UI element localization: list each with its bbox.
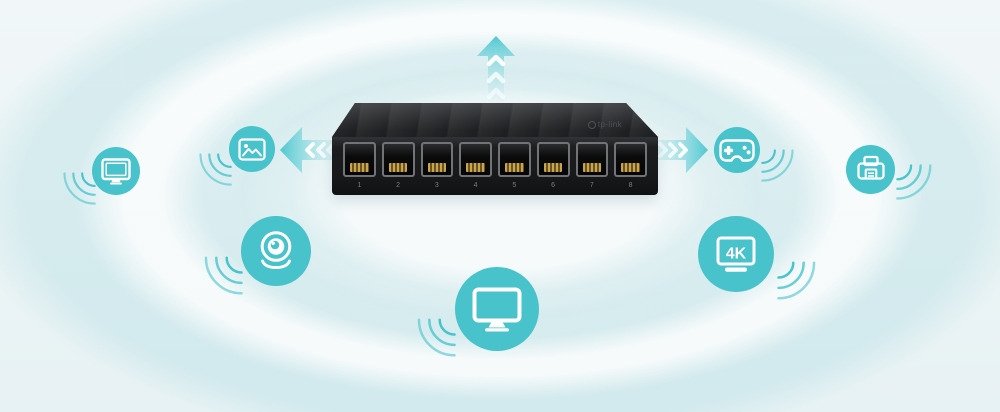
port-number: 1: [357, 182, 362, 189]
device-badge-photo: [229, 126, 275, 172]
signal-waves-icon: [896, 164, 933, 205]
signal-waves-icon: [62, 172, 96, 210]
port-number: 8: [628, 182, 633, 189]
ethernet-port: [343, 142, 376, 177]
gamepad-icon: [719, 138, 755, 162]
switch-front-face: 1 2 3 4 5 6 7 8: [332, 137, 658, 195]
port-pins: [505, 163, 524, 172]
photo-icon: [238, 137, 266, 161]
signal-waves-icon: [761, 149, 795, 187]
tv-4k-icon: 4K: [716, 236, 756, 272]
ethernet-port: [575, 142, 609, 177]
port-pins: [466, 163, 485, 172]
signal-waves-icon: [777, 261, 817, 305]
port-pins: [582, 163, 602, 172]
device-badge-printer: [846, 145, 895, 194]
port-number: 5: [512, 182, 517, 189]
printer-icon: [856, 155, 885, 180]
tv-4k-label: 4K: [726, 245, 747, 262]
port-pins: [350, 163, 369, 172]
port-number: 2: [396, 182, 401, 189]
tp-link-logo: tp-link: [587, 120, 622, 129]
signal-waves-icon: [416, 318, 456, 362]
desktop-monitor-icon: [472, 287, 522, 331]
switch-top-face: tp-link: [332, 103, 658, 137]
device-badge-monitor-large: [455, 267, 539, 351]
port-number: 3: [434, 182, 439, 189]
port-pins: [621, 163, 640, 172]
port-number: 6: [551, 182, 556, 189]
signal-waves-icon: [198, 153, 232, 191]
monitor-icon: [101, 157, 131, 184]
signal-waves-icon: [203, 256, 243, 300]
port-pins: [543, 163, 563, 172]
port-number-labels: 1 2 3 4 5 6 7 8: [343, 182, 647, 189]
ethernet-ports: [343, 142, 647, 177]
ethernet-port: [614, 142, 647, 177]
ethernet-switch-device: tp-link 1 2 3 4 5 6 7 8: [332, 103, 658, 195]
tp-link-logo-mark: [587, 120, 596, 129]
port-pins: [388, 163, 408, 172]
ethernet-port: [459, 142, 492, 177]
ethernet-port: [420, 142, 454, 177]
port-number: 7: [589, 182, 594, 189]
ethernet-port: [381, 142, 415, 177]
device-badge-webcam: [241, 216, 311, 286]
device-badge-tv-4k: 4K: [698, 216, 774, 292]
arrow-right-icon: [653, 127, 708, 173]
port-pins: [427, 163, 447, 172]
ethernet-port: [536, 142, 570, 177]
ethernet-port: [498, 142, 531, 177]
tp-link-logo-text: tp-link: [597, 120, 622, 129]
arrow-up-icon: [477, 36, 515, 106]
device-badge-monitor-small: [92, 147, 140, 195]
port-number: 4: [473, 182, 478, 189]
device-badge-gamepad: [714, 127, 760, 173]
arrow-left-icon: [280, 127, 335, 173]
webcam-icon: [260, 231, 292, 270]
